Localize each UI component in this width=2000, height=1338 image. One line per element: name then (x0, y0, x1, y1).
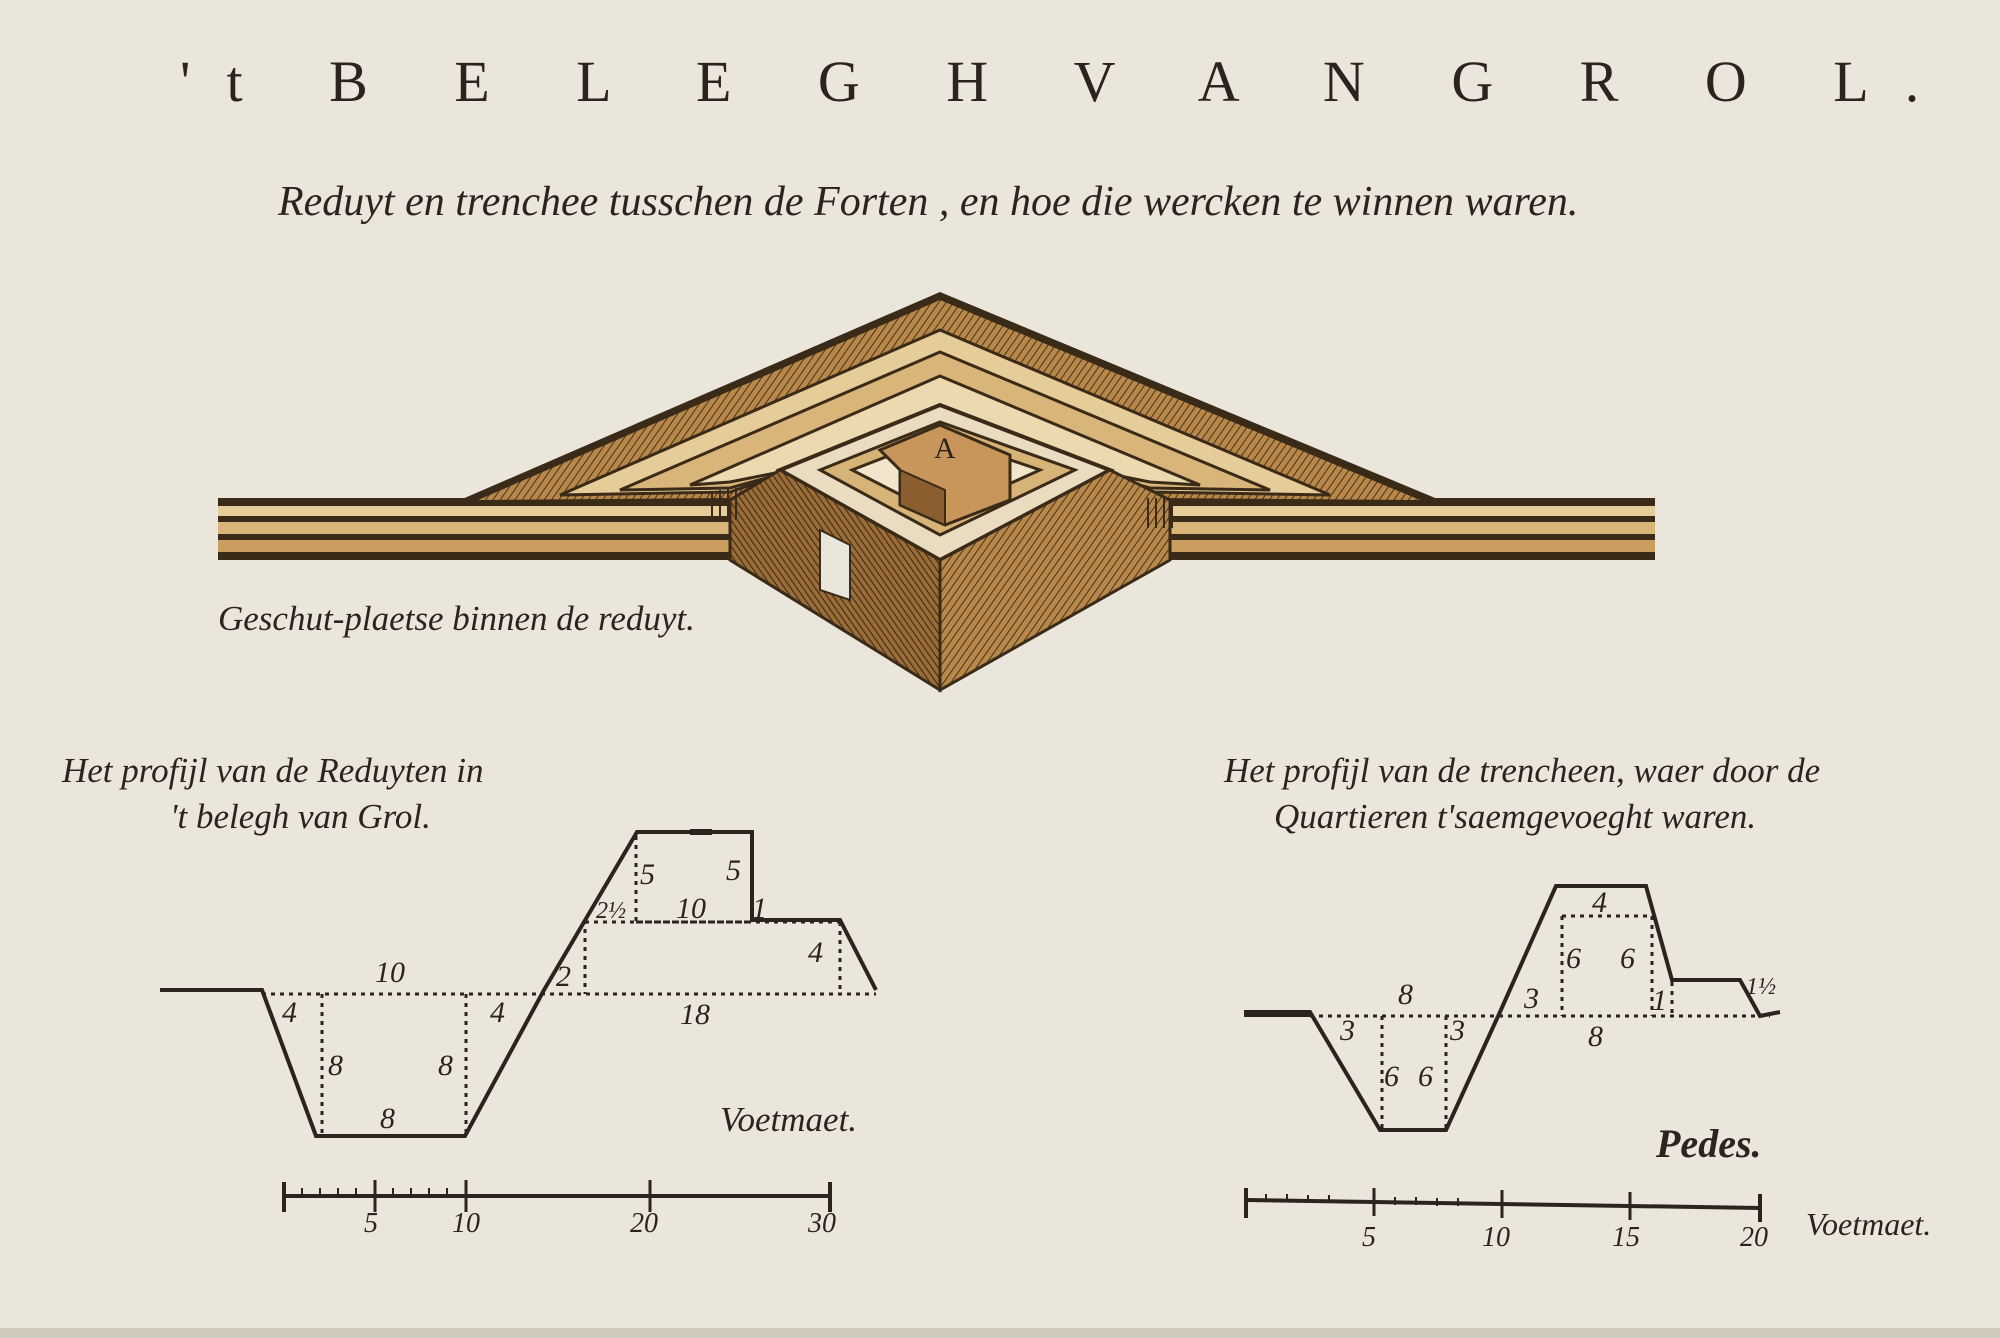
dim-label: 5 (726, 854, 741, 887)
right-embankment (1170, 498, 1655, 560)
palisade-left (711, 488, 737, 520)
dim-label: 8 (380, 1102, 395, 1135)
dim-label: 1½ (1746, 974, 1776, 1000)
scale-tick-label: 5 (364, 1208, 378, 1239)
scale-tick-label: 10 (452, 1208, 480, 1239)
trencheen-caption-line2: Quartieren t'saemgevoeght waren. (1274, 797, 1757, 836)
dim-label: 8 (1588, 1020, 1603, 1053)
scale-tick-label: 20 (1740, 1222, 1768, 1253)
dim-label: 18 (680, 998, 710, 1031)
dim-label: 8 (438, 1049, 453, 1082)
fort-caption: Geschut-plaetse binnen de reduyt. (218, 599, 695, 638)
dim-label: 8 (328, 1049, 343, 1082)
dim-label: 1 (752, 892, 767, 925)
dim-label: 5 (640, 858, 655, 891)
dim-label: 3 (1449, 1014, 1465, 1047)
trencheen-unit-label: Voetmaet. (1806, 1206, 1932, 1242)
pedes-label: Pedes. (1656, 1121, 1762, 1166)
dim-label: 4 (808, 936, 823, 969)
platform-label-a: A (934, 432, 956, 465)
reduyten-scale-bar (282, 1180, 832, 1212)
left-embankment (218, 498, 730, 560)
scale-tick-label: 30 (807, 1208, 836, 1239)
page-title: 't B E L E G H V A N G R O L. (180, 49, 1956, 114)
dim-label: 4 (282, 996, 297, 1029)
reduyten-profile-drawing (160, 829, 878, 1138)
trencheen-caption-line1: Het profijl van de trencheen, waer door … (1224, 751, 1821, 790)
dim-label: 3 (1339, 1014, 1355, 1047)
scale-tick-label: 15 (1612, 1222, 1640, 1253)
dim-label: 4 (1592, 886, 1607, 919)
reduyten-dimension-labels: 10 4 8 8 4 8 2 18 2½ 10 5 5 1 4 (282, 854, 823, 1135)
trencheen-dimension-labels: 8 3 3 6 6 3 8 6 6 4 1 1½ (1339, 886, 1776, 1093)
reduyten-caption-line1: Het profijl van de Reduyten in (62, 751, 484, 790)
reduyten-unit-label: Voetmaet. (720, 1100, 858, 1139)
reduyten-caption-line2: 't belegh van Grol. (170, 797, 431, 836)
page-bottom-edge (0, 1328, 2000, 1338)
scale-tick-label: 5 (1362, 1222, 1376, 1253)
dim-label: 3 (1523, 982, 1539, 1015)
trencheen-scale-bar (1244, 1188, 1762, 1222)
dim-label: 8 (1398, 978, 1413, 1011)
dim-label: 6 (1418, 1060, 1433, 1093)
dim-label: 6 (1384, 1060, 1399, 1093)
subtitle: Reduyt en trenchee tusschen de Forten , … (278, 179, 1579, 225)
palisade-right (1147, 498, 1173, 528)
dim-label: 10 (375, 956, 405, 989)
dim-label: 6 (1620, 942, 1635, 975)
dim-label: 2½ (596, 898, 626, 924)
dim-label: 6 (1566, 942, 1581, 975)
reduyt-fort: A (218, 292, 1655, 693)
dim-label: 1 (1652, 984, 1667, 1017)
trencheen-caption: Het profijl van de trencheen, waer door … (1224, 748, 1820, 840)
dim-label: 4 (490, 996, 505, 1029)
trencheen-profile-drawing (1244, 884, 1781, 1132)
scale-tick-label: 10 (1482, 1222, 1510, 1253)
reduyten-caption: Het profijl van de Reduyten in 't belegh… (62, 748, 484, 840)
dim-label: 2 (556, 960, 571, 993)
scale-tick-label: 20 (630, 1208, 658, 1239)
dim-label: 10 (676, 892, 706, 925)
